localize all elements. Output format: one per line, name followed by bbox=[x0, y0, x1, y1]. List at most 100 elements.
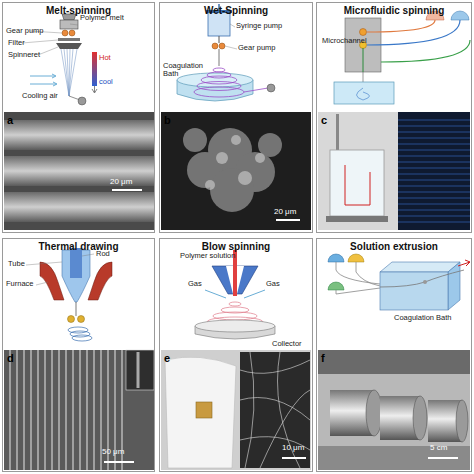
panel-letter: a bbox=[7, 114, 13, 126]
part-label: Gear pump bbox=[6, 27, 44, 35]
microfluidic-photo-part-part bbox=[398, 156, 470, 157]
microfluidic-photo-part-part bbox=[398, 120, 470, 121]
thermal-drawn-fiber-photo-part bbox=[104, 461, 134, 463]
part-label: Gas bbox=[266, 280, 280, 288]
melt-spinning-schematic-part bbox=[69, 30, 75, 36]
part-label: Gear pump bbox=[238, 44, 276, 52]
part-label: Polymer solution bbox=[180, 252, 235, 260]
temperature-label: Hot bbox=[99, 54, 111, 62]
part-label: Microchannel bbox=[322, 37, 367, 45]
solution-extrusion-schematic-part bbox=[448, 262, 460, 310]
microfluidic-photo-part-part bbox=[398, 216, 470, 217]
thermal-drawn-fiber-photo-part-part bbox=[86, 350, 88, 470]
blow-spun-fiber-photo-part bbox=[196, 402, 212, 418]
wet-spinning-schematic-part bbox=[244, 88, 268, 92]
wet-spinning-schematic-part-part bbox=[194, 87, 244, 97]
thermal-drawn-fiber-photo-part bbox=[4, 350, 154, 470]
microfluidic-photo-part-part bbox=[398, 144, 470, 145]
solution-extrusion-schematic-part bbox=[380, 270, 464, 287]
wet-spinning-schematic-part-part bbox=[197, 82, 241, 91]
blow-spun-fiber-photo-part-part bbox=[240, 360, 310, 373]
microfluidic-schematic-part bbox=[363, 48, 364, 72]
wet-spun-fiber-photo-part bbox=[276, 219, 300, 221]
part-label: Gas bbox=[188, 280, 202, 288]
microfluidic-schematic-part bbox=[381, 40, 470, 62]
thermal-drawn-fiber-photo-part-part bbox=[23, 350, 25, 470]
melt-spinning-schematic-part-part bbox=[30, 82, 57, 86]
wet-spinning-schematic-part bbox=[219, 43, 225, 49]
thermal-drawn-fiber-photo-part bbox=[137, 352, 140, 388]
panel-letter: d bbox=[7, 352, 14, 364]
thermal-drawn-fiber-photo-part-part bbox=[37, 350, 39, 470]
thermal-drawing-schematic-part bbox=[68, 327, 92, 341]
solution-extrusion-photo-part bbox=[428, 457, 458, 459]
part-label: Filter bbox=[8, 39, 25, 47]
panel-title: Melt-spinning bbox=[3, 5, 154, 16]
thermal-drawing-schematic-part-part bbox=[36, 282, 48, 285]
thermal-drawing-schematic-part-part bbox=[26, 262, 62, 265]
solution-extrusion-schematic-part-part bbox=[356, 262, 380, 286]
solution-extrusion-schematic-part bbox=[328, 254, 344, 262]
scale-bar-label: 10 μm bbox=[282, 444, 304, 453]
microfluidic-photo-part-part bbox=[398, 138, 470, 139]
microfluidic-photo-part-part bbox=[398, 150, 470, 151]
microfluidic-photo-part-part bbox=[398, 162, 470, 163]
panel-letter: e bbox=[164, 352, 170, 364]
part-label: Rod bbox=[96, 250, 110, 258]
thermal-drawing-schematic-part bbox=[70, 248, 82, 278]
melt-spinning-schematic-part-part bbox=[38, 47, 58, 55]
microfluidic-photo-part-part bbox=[398, 222, 470, 223]
microfluidic-photo-part-part bbox=[398, 204, 470, 205]
melt-spinning-schematic-part bbox=[60, 20, 78, 29]
microfluidic-photo bbox=[318, 112, 470, 230]
melt-spinning-schematic-part-part bbox=[30, 74, 56, 78]
solution-extrusion-photo-part bbox=[456, 400, 468, 442]
wet-spinning-schematic-part bbox=[225, 24, 237, 49]
microfluidic-photo-part-part bbox=[398, 180, 470, 181]
wet-spun-fiber-photo-part-part bbox=[216, 152, 228, 164]
solution-extrusion-schematic-part bbox=[328, 282, 344, 290]
microfluidic-photo-part bbox=[330, 150, 384, 216]
microfluidic-schematic-part bbox=[334, 82, 394, 104]
melt-spun-fiber-photo-part bbox=[4, 192, 154, 222]
solution-extrusion-schematic-part-part bbox=[336, 262, 380, 284]
solution-extrusion-photo-part bbox=[366, 390, 382, 436]
blow-spinning-schematic-part-part bbox=[229, 302, 241, 306]
thermal-drawn-fiber-photo-part-part bbox=[44, 350, 46, 470]
thermal-drawing-schematic-part bbox=[78, 316, 85, 323]
melt-spun-fiber-photo-part bbox=[4, 156, 154, 186]
wet-spun-fiber-photo-part-part bbox=[210, 168, 254, 212]
wet-spinning-schematic-part bbox=[219, 49, 220, 66]
solution-extrusion-schematic-part bbox=[336, 262, 380, 294]
thermal-drawn-fiber-photo-part-part bbox=[58, 350, 60, 470]
thermal-drawing-schematic-part bbox=[40, 262, 64, 300]
solution-extrusion-schematic-part bbox=[348, 254, 364, 262]
thermal-drawing-schematic bbox=[26, 248, 112, 341]
melt-spinning-schematic-part-part bbox=[69, 49, 73, 96]
blow-spinning-schematic bbox=[195, 250, 275, 339]
melt-spinning-schematic-part-part bbox=[64, 49, 69, 96]
wet-spun-fiber-photo-part-part bbox=[231, 135, 241, 145]
wet-spinning-schematic-part-part bbox=[225, 46, 237, 49]
microfluidic-photo-part bbox=[398, 112, 470, 230]
blow-spun-fiber-photo-part bbox=[161, 350, 311, 470]
panel-box: Solution extrusion bbox=[316, 238, 472, 472]
thermal-drawing-schematic-part bbox=[76, 302, 77, 316]
wet-spinning-schematic-part-part bbox=[207, 72, 231, 78]
part-label: Collector bbox=[272, 340, 302, 348]
thermal-drawn-fiber-photo-part bbox=[126, 350, 154, 390]
panel-title: Solution extrusion bbox=[317, 241, 471, 252]
panel-box: Wet-Spinning bbox=[159, 2, 313, 233]
part-label: Coagulation Bath bbox=[394, 314, 452, 322]
wet-spinning-schematic-part-part bbox=[201, 76, 237, 84]
melt-spinning-schematic-part bbox=[92, 86, 97, 93]
wet-spinning-schematic-part bbox=[219, 36, 220, 43]
panel-letter: c bbox=[321, 114, 327, 126]
blow-spun-fiber-photo-part bbox=[282, 457, 306, 459]
melt-spinning-schematic-part-part bbox=[69, 49, 77, 96]
thermal-drawn-fiber-photo-part-part bbox=[16, 350, 18, 470]
melt-spinning-schematic-part bbox=[61, 49, 77, 96]
thermal-drawn-fiber-photo-part-part bbox=[79, 350, 81, 470]
solution-extrusion-photo-part bbox=[413, 396, 427, 440]
